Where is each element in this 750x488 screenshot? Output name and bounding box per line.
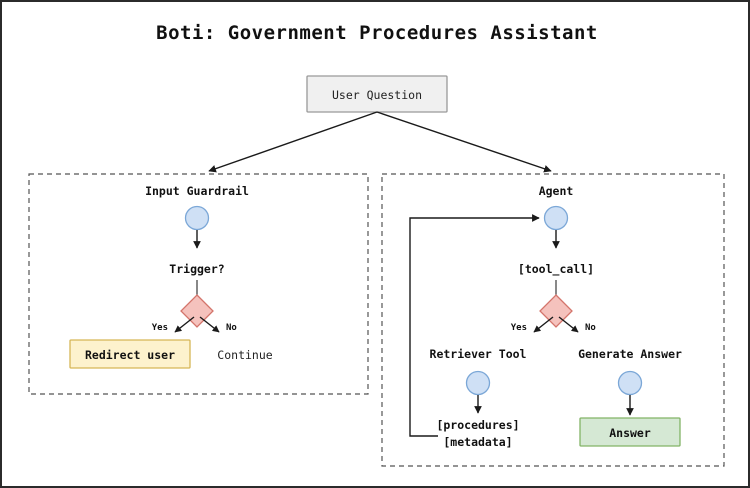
trigger-decision-diamond[interactable] — [180, 294, 214, 328]
generate-answer-node-circle[interactable] — [617, 370, 643, 396]
edge-trigger-yes — [174, 316, 195, 333]
tool-call-decision-diamond[interactable] — [539, 294, 573, 328]
edge-trigger-no — [199, 316, 220, 333]
retriever-output-metadata: [metadata] — [443, 435, 512, 449]
user-question-label: User Question — [332, 88, 422, 102]
redirect-user-box[interactable] — [69, 339, 191, 369]
continue-label: Continue — [217, 348, 272, 362]
trigger-decision-label: Trigger? — [169, 262, 224, 276]
generate-answer-heading: Generate Answer — [578, 347, 682, 361]
retriever-tool-heading: Retriever Tool — [430, 347, 527, 361]
group-frame-agent — [381, 173, 725, 467]
edge-user-question-to-input-guardrail — [208, 111, 378, 173]
answer-box[interactable] — [579, 417, 681, 447]
retriever-tool-node-circle[interactable] — [465, 370, 491, 396]
tool-call-label: [tool_call] — [518, 262, 594, 277]
edge-tool-call-yes — [533, 316, 554, 333]
group-frame-input-guardrail — [28, 173, 369, 395]
edge-retriever-feedback-to-agent — [409, 214, 540, 437]
trigger-yes-label: Yes — [152, 323, 168, 333]
edge-tool-call-no — [558, 316, 579, 333]
edge-user-question-to-agent — [376, 111, 552, 173]
agent-heading: Agent — [539, 184, 574, 198]
trigger-no-label: No — [226, 323, 237, 333]
agent-node-circle[interactable] — [543, 205, 569, 231]
page-title: Boti: Government Procedures Assistant — [156, 22, 598, 44]
input-guardrail-heading: Input Guardrail — [145, 184, 249, 198]
retriever-output-procedures: [procedures] — [436, 418, 519, 432]
tool-call-yes-label: Yes — [511, 323, 527, 333]
tool-call-no-label: No — [585, 323, 596, 333]
answer-box-label: Answer — [609, 426, 651, 440]
input-guardrail-node-circle[interactable] — [184, 205, 210, 231]
redirect-user-label: Redirect user — [85, 348, 175, 362]
